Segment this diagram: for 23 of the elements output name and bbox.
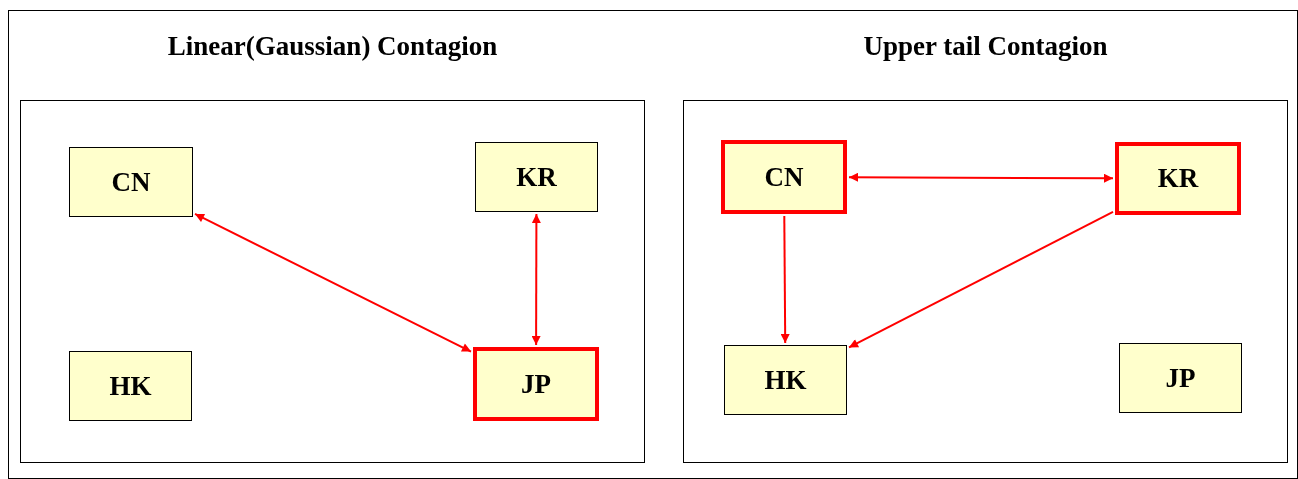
country-box	[69, 351, 192, 421]
country-box	[69, 147, 193, 217]
country-code: HK	[109, 370, 152, 402]
country-code: JP	[1165, 362, 1196, 394]
panel-title: Upper tail Contagion	[863, 31, 1108, 62]
country-code: JP	[521, 368, 551, 400]
country-code: HK	[764, 364, 807, 396]
country-code: CN	[111, 166, 151, 198]
country-code: CN	[764, 161, 804, 193]
arrow	[848, 172, 1114, 183]
arrow	[780, 215, 790, 344]
country-box	[1119, 343, 1242, 413]
arrow	[531, 213, 541, 346]
country-box	[724, 345, 847, 415]
country-code: KR	[1157, 163, 1199, 194]
country-code: KR	[516, 161, 557, 193]
country-box	[721, 140, 847, 214]
country-box	[475, 142, 598, 212]
country-box	[473, 347, 599, 421]
arrow	[848, 210, 1114, 349]
country-box	[1115, 142, 1241, 215]
panel-title: Linear(Gaussian) Contagion	[167, 31, 498, 62]
arrow	[194, 212, 472, 353]
